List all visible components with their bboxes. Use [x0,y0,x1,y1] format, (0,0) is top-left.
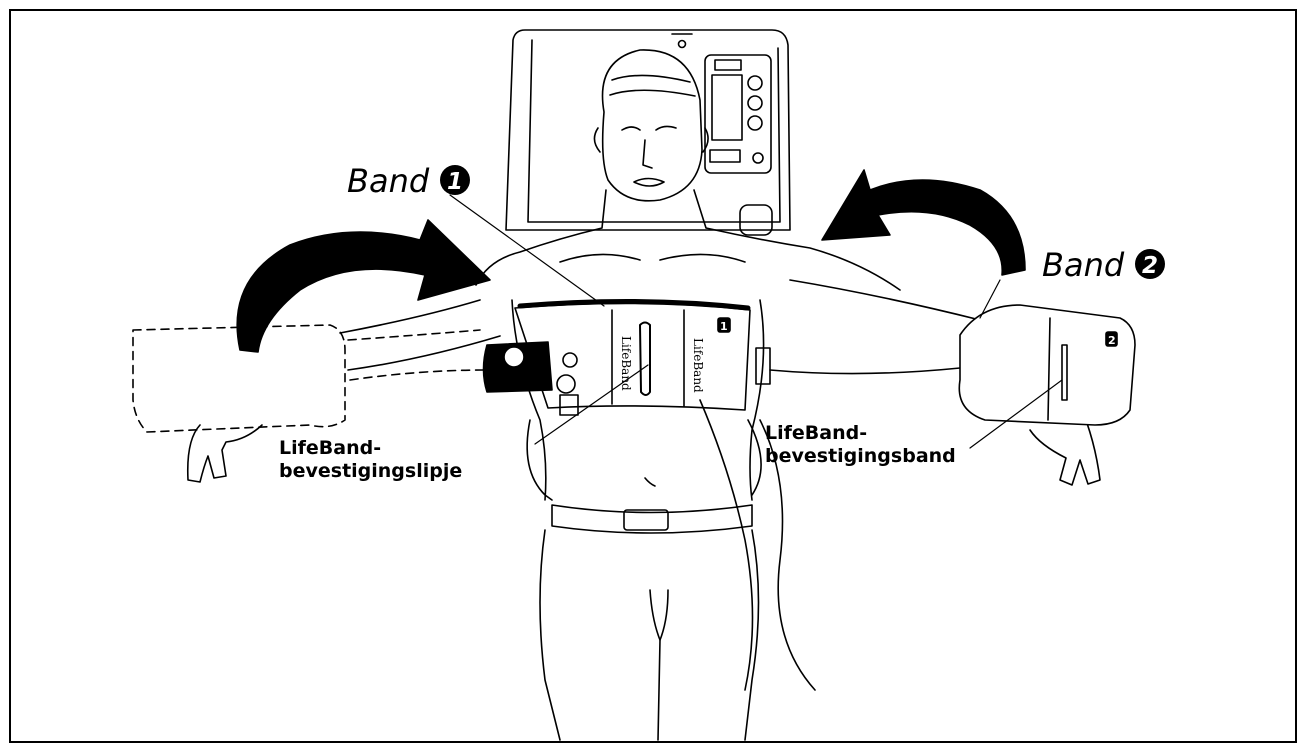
strap-callout-line2: bevestigingsband [765,445,956,468]
tab-callout-line1: LifeBand- [279,437,462,460]
circled-number-1-icon: 1 [439,164,471,196]
band-1-number: 1 [447,169,463,195]
band-marker-1: 1 [720,320,728,333]
band-marker-2: 2 [1108,334,1116,347]
circled-number-2-icon: 2 [1134,248,1166,280]
band-2-text: Band [1042,246,1134,284]
strap-callout-line1: LifeBand- [765,422,956,445]
band-brand-2: LifeBand [691,338,705,393]
band-2-label: Band 2 [1042,246,1166,284]
right-arm-upper [790,280,980,320]
left-arm-upper [340,300,480,333]
band-2 [959,305,1135,425]
left-arm-lower [348,336,500,370]
backboard [506,30,790,230]
curved-arrow-right-icon [822,170,1025,275]
band-2-number: 2 [1142,253,1158,279]
tab-callout-line2: bevestigingslipje [279,460,462,483]
control-panel [705,55,771,173]
band-1-label: Band 1 [347,162,471,200]
lifeband-tab-callout: LifeBand- bevestigingslipje [279,437,462,483]
band-brand-1: LifeBand [619,336,633,391]
band-1-text: Band [347,162,439,200]
lifeband-strap-callout: LifeBand- bevestigingsband [765,422,956,468]
